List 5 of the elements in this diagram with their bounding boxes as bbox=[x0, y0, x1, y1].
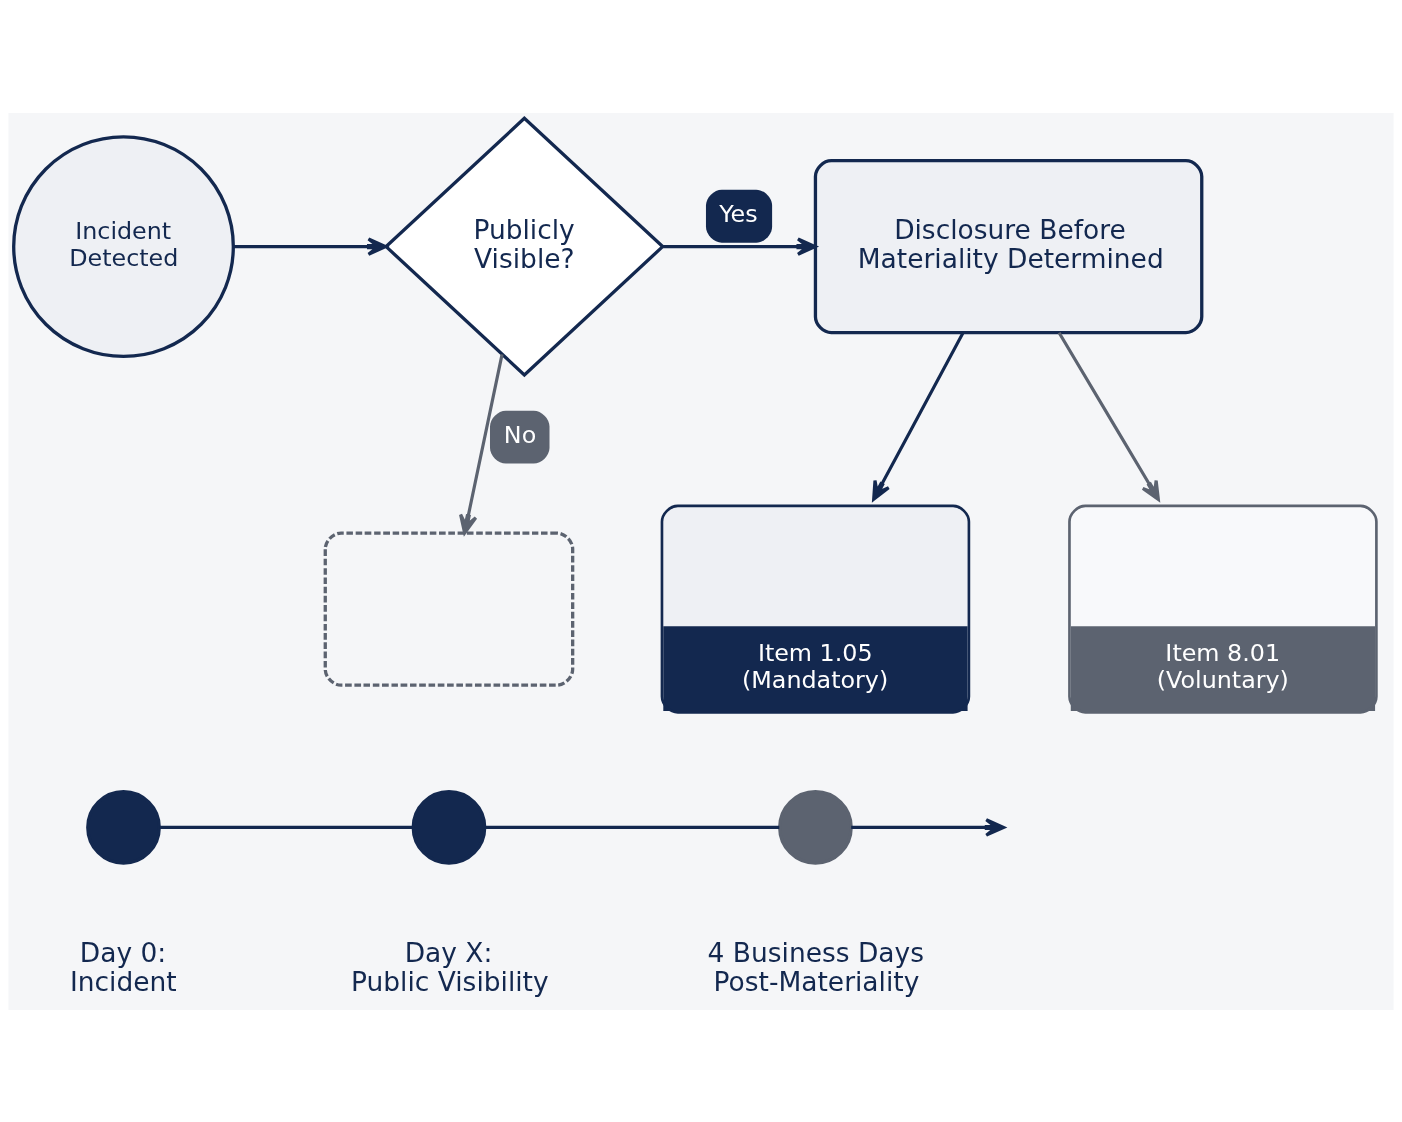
node-label: Day 0: Incident bbox=[69, 936, 177, 997]
node-label: Day X: Public Visibility bbox=[351, 936, 549, 997]
edge-label: Yes bbox=[719, 199, 758, 228]
node-label: 4 Business Days Post-Materiality bbox=[707, 936, 924, 997]
edge-label: No bbox=[503, 420, 537, 449]
